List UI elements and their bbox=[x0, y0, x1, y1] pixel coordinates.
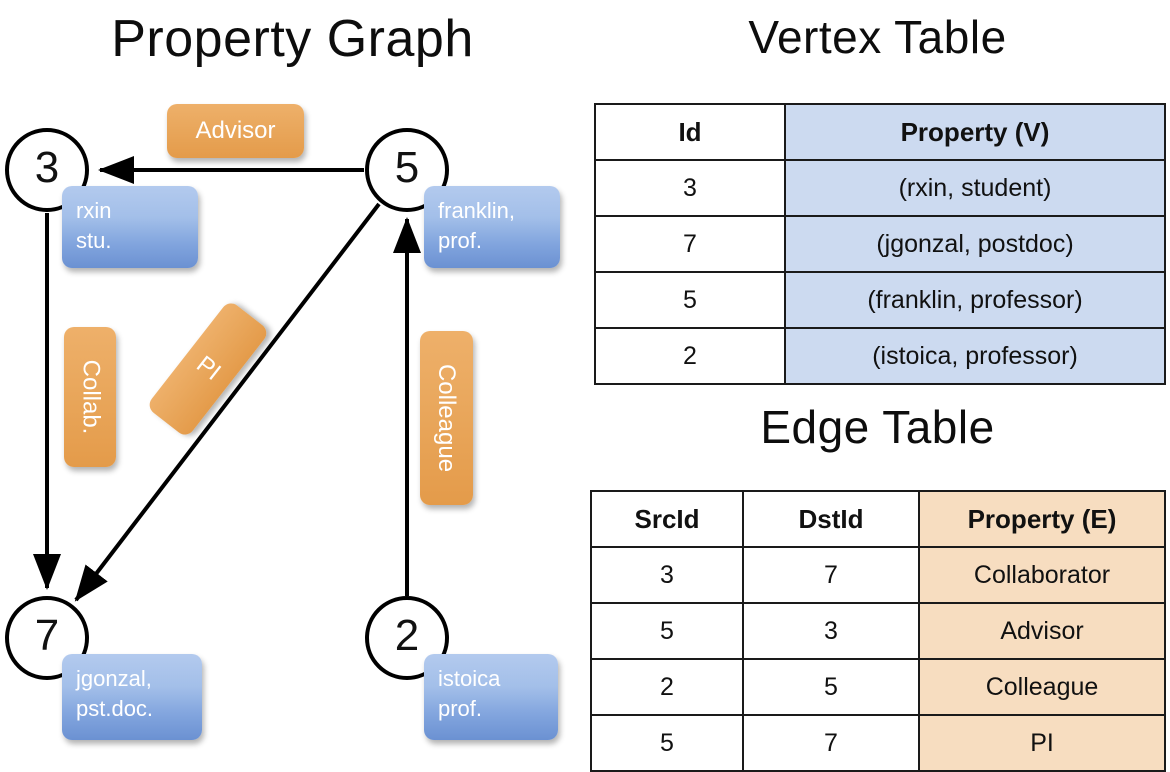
table-row: 5 (franklin, professor) bbox=[594, 271, 1166, 329]
edge-cell-dstid: 5 bbox=[742, 658, 920, 716]
edge-cell-property: Advisor bbox=[918, 602, 1166, 660]
edge-cell-dstid: 7 bbox=[742, 714, 920, 772]
property-box-node-3[interactable]: rxin stu. bbox=[62, 186, 198, 268]
edge-label-advisor-text: Advisor bbox=[195, 117, 276, 144]
edge-cell-srcid: 5 bbox=[590, 714, 744, 772]
property-box-node-5-line-1: franklin, bbox=[438, 198, 516, 223]
property-box-node-5[interactable]: franklin, prof. bbox=[424, 186, 560, 268]
page-title-edge-table: Edge Table bbox=[760, 401, 995, 453]
graph-node-5[interactable]: 5 bbox=[365, 128, 449, 212]
edge-header-srcid: SrcId bbox=[590, 490, 744, 548]
table-row: 2 5 Colleague bbox=[590, 658, 1166, 716]
property-graph-diagram: 3 5 7 2 rxin stu. franklin, prof. jgonza… bbox=[0, 0, 585, 760]
edge-line-5-7 bbox=[74, 202, 381, 602]
vertex-cell-property: (rxin, student) bbox=[784, 159, 1166, 217]
property-box-node-5-line-2: prof. bbox=[438, 228, 483, 253]
edge-cell-srcid: 2 bbox=[590, 658, 744, 716]
edge-label-collab[interactable]: Collab. bbox=[64, 327, 116, 467]
graph-node-7-label: 7 bbox=[34, 611, 60, 660]
edge-label-colleague[interactable]: Colleague bbox=[420, 331, 473, 505]
graph-node-2-label: 2 bbox=[394, 611, 420, 660]
table-header-row: SrcId DstId Property (E) bbox=[590, 490, 1166, 548]
vertex-cell-property: (franklin, professor) bbox=[784, 271, 1166, 329]
table-row: 5 3 Advisor bbox=[590, 602, 1166, 660]
vertex-cell-id: 7 bbox=[594, 215, 786, 273]
edge-header-property: Property (E) bbox=[918, 490, 1166, 548]
table-row: 7 (jgonzal, postdoc) bbox=[594, 215, 1166, 273]
table-header-row: Id Property (V) bbox=[594, 103, 1166, 161]
edge-label-advisor[interactable]: Advisor bbox=[167, 104, 304, 158]
property-box-node-7[interactable]: jgonzal, pst.doc. bbox=[62, 654, 202, 740]
property-box-node-2-line-1: istoica bbox=[438, 666, 501, 691]
edge-cell-srcid: 3 bbox=[590, 546, 744, 604]
vertex-cell-property: (istoica, professor) bbox=[784, 327, 1166, 385]
property-box-node-2-line-2: prof. bbox=[438, 696, 483, 721]
vertex-header-property: Property (V) bbox=[784, 103, 1166, 161]
edge-label-pi-text: PI bbox=[191, 350, 226, 387]
property-box-node-2[interactable]: istoica prof. bbox=[424, 654, 558, 740]
vertex-table: Id Property (V) 3 (rxin, student) 7 (jgo… bbox=[594, 103, 1166, 385]
edge-cell-srcid: 5 bbox=[590, 602, 744, 660]
graph-node-3-label: 3 bbox=[34, 143, 60, 192]
vertex-cell-property: (jgonzal, postdoc) bbox=[784, 215, 1166, 273]
edge-cell-dstid: 3 bbox=[742, 602, 920, 660]
table-row: 5 7 PI bbox=[590, 714, 1166, 772]
page-title-vertex-table: Vertex Table bbox=[748, 11, 1007, 63]
vertex-cell-id: 3 bbox=[594, 159, 786, 217]
property-box-node-3-line-2: stu. bbox=[76, 228, 112, 253]
graph-node-2[interactable]: 2 bbox=[365, 596, 449, 680]
graph-edge-lines bbox=[33, 156, 421, 602]
property-box-node-3-line-1: rxin bbox=[76, 198, 112, 223]
page-title-property-graph: Property Graph bbox=[111, 10, 474, 68]
vertex-cell-id: 2 bbox=[594, 327, 786, 385]
graph-node-5-label: 5 bbox=[394, 143, 420, 192]
edge-label-colleague-text: Colleague bbox=[433, 363, 461, 473]
vertex-header-id: Id bbox=[594, 103, 786, 161]
vertex-cell-id: 5 bbox=[594, 271, 786, 329]
table-row: 3 7 Collaborator bbox=[590, 546, 1166, 604]
property-box-node-7-line-1: jgonzal, bbox=[76, 666, 152, 691]
property-box-node-7-line-2: pst.doc. bbox=[76, 696, 154, 721]
edge-cell-dstid: 7 bbox=[742, 546, 920, 604]
edge-table: SrcId DstId Property (E) 3 7 Collaborato… bbox=[590, 490, 1166, 772]
edge-cell-property: Collaborator bbox=[918, 546, 1166, 604]
table-row: 3 (rxin, student) bbox=[594, 159, 1166, 217]
edge-label-collab-text: Collab. bbox=[77, 359, 104, 435]
edge-cell-property: Colleague bbox=[918, 658, 1166, 716]
table-row: 2 (istoica, professor) bbox=[594, 327, 1166, 385]
edge-header-dstid: DstId bbox=[742, 490, 920, 548]
edge-cell-property: PI bbox=[918, 714, 1166, 772]
